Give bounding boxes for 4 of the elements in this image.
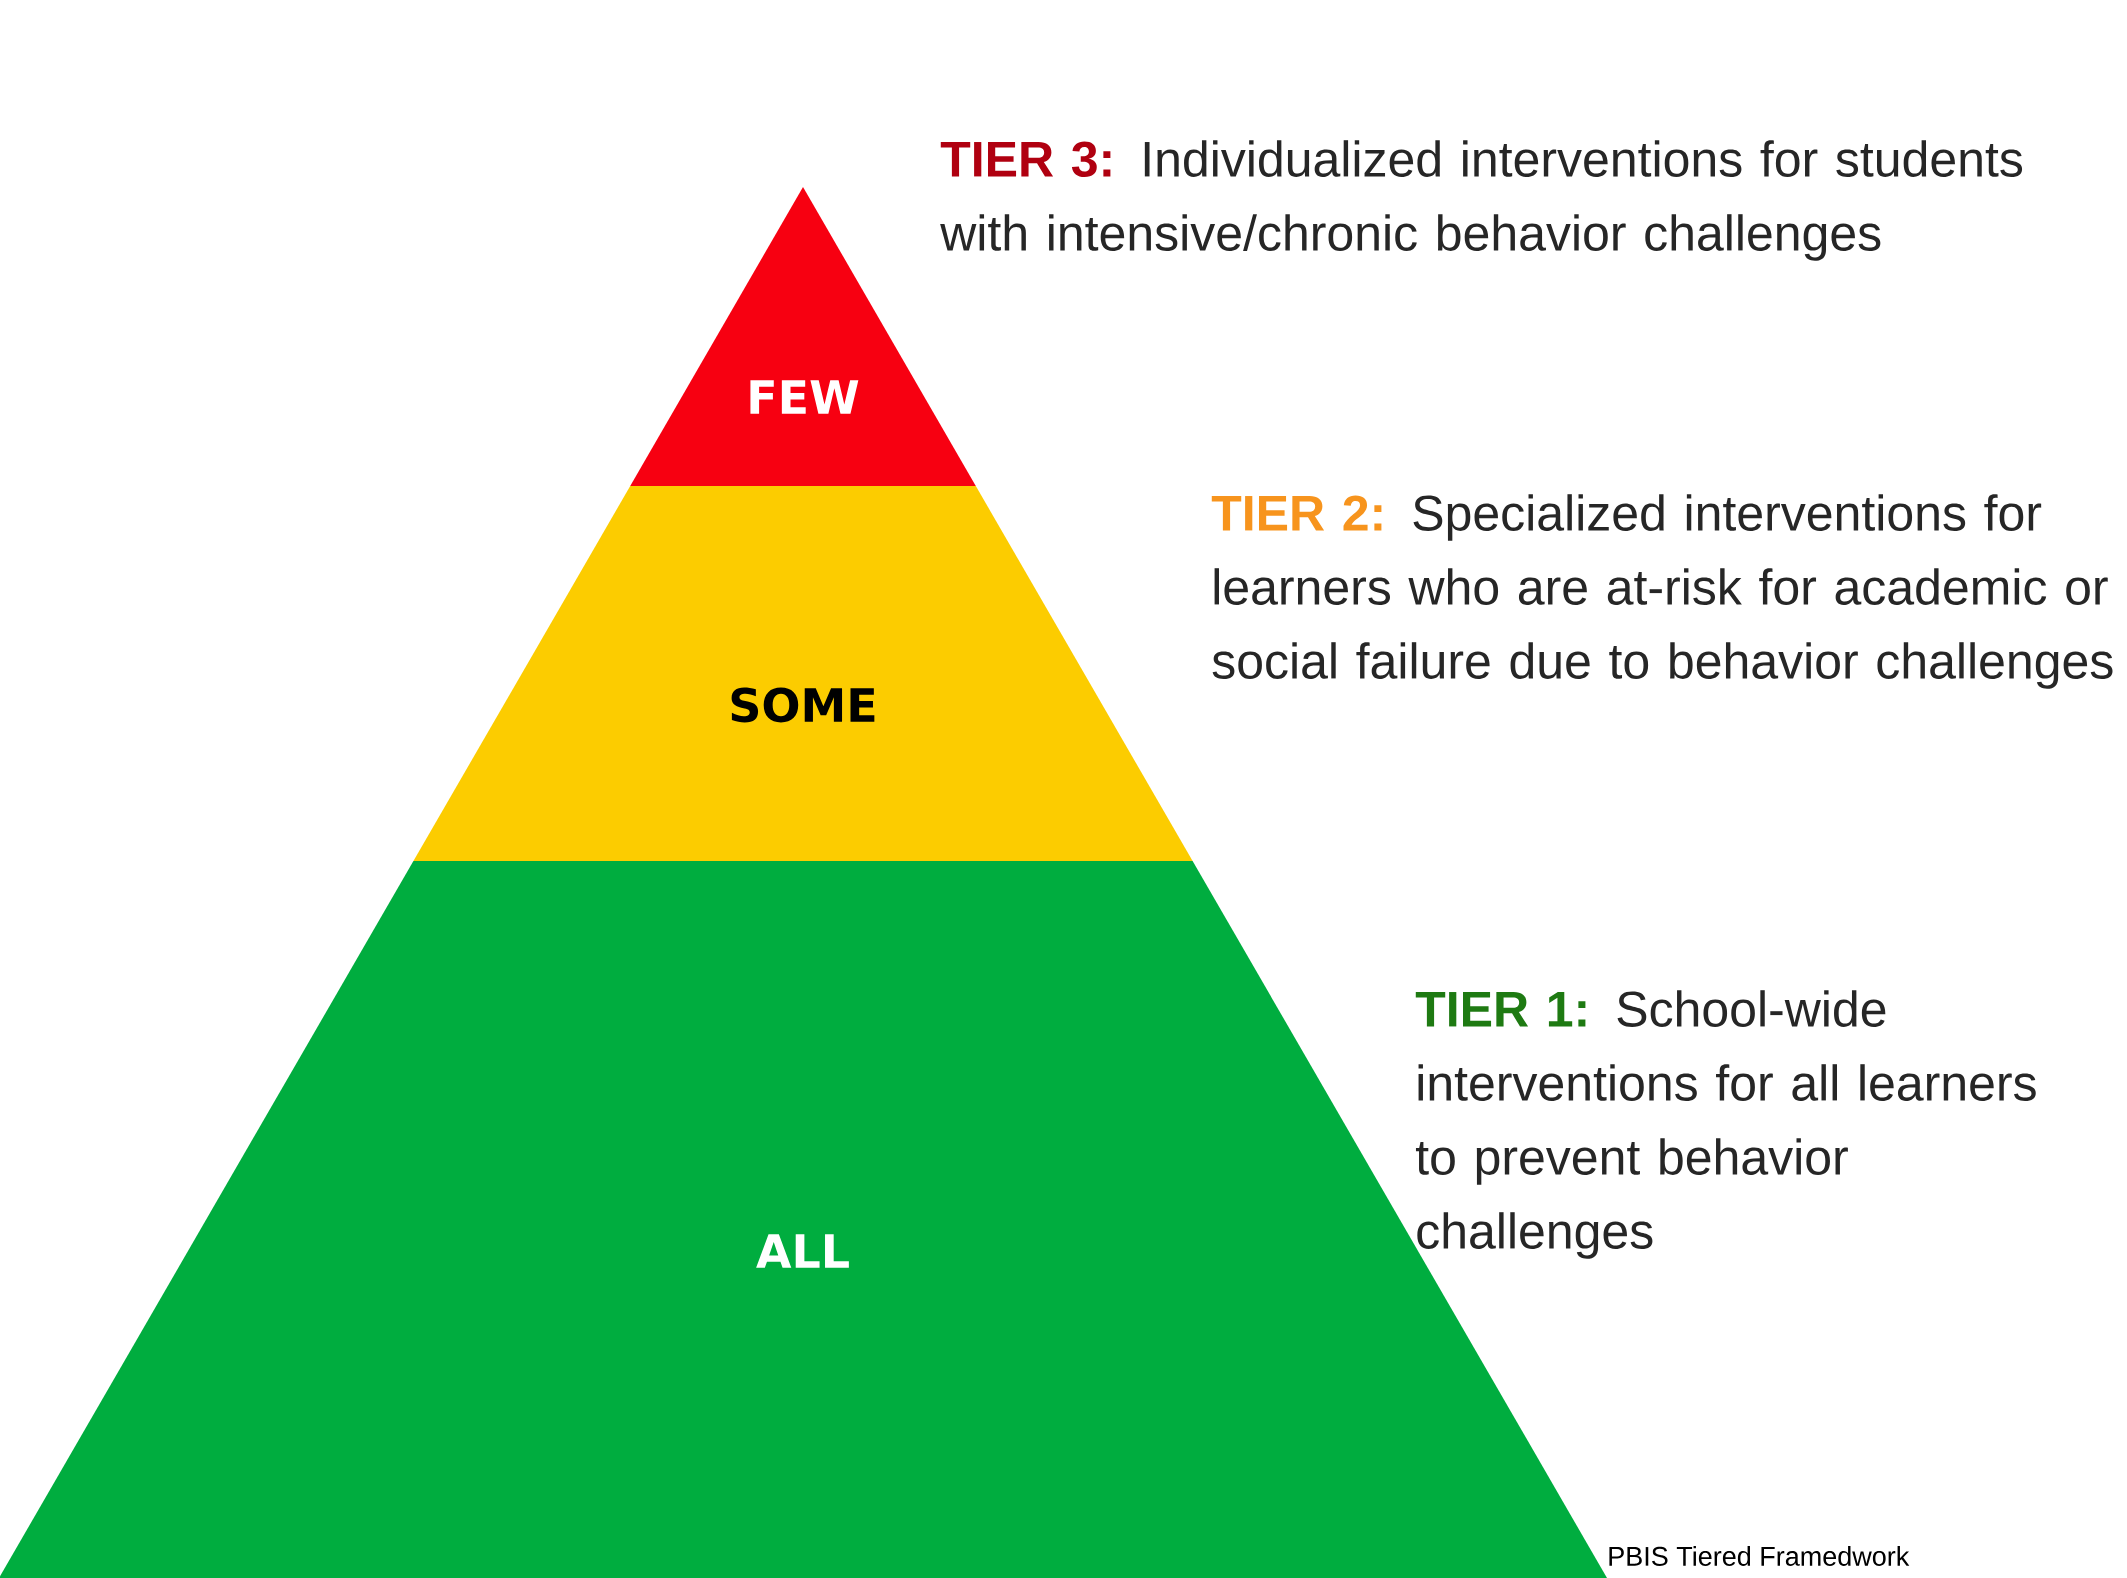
caption: PBIS Tiered Framedwork bbox=[1609, 1546, 1910, 1566]
pyramid-tier: SOME bbox=[413, 486, 1193, 861]
tier-description: TIER 3: Individualized interventions for students with intensive/chronic behavior challenges bbox=[940, 140, 2023, 261]
tier-description: TIER 2: Specialized interventions for learners who are at-risk for academic or social failure due to behavior challenges bbox=[1211, 494, 2113, 689]
